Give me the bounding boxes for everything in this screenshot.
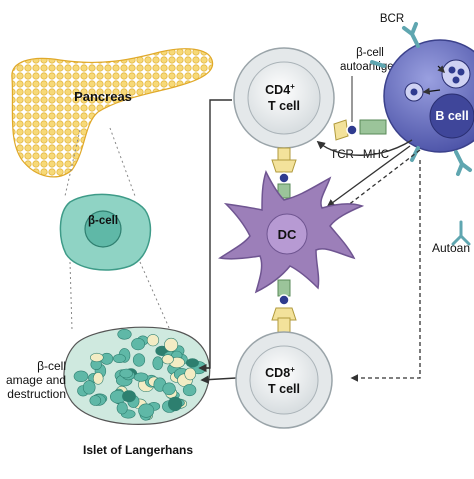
autoantibody-label: Autoan [432, 241, 470, 255]
islet-cell [117, 328, 132, 340]
bcr-receptors [370, 22, 472, 176]
islet-cell [185, 358, 199, 368]
svg-text:CD8+: CD8+ [265, 365, 295, 380]
cd8-label: CD8 [265, 366, 290, 380]
islet-cell [131, 338, 145, 351]
damage-line-1: β-cell [37, 359, 66, 373]
cd4-to-islet-arrow [206, 99, 232, 369]
cd8-superscript: + [290, 365, 295, 374]
islet-cell [90, 352, 104, 363]
cd4-t-cell: CD4+ T cell [233, 47, 335, 149]
islet-cell [113, 353, 126, 363]
islet-cell [82, 380, 96, 395]
bcell-to-cd8-dashed-arrow [350, 160, 421, 382]
damage-line-3: destruction [7, 387, 66, 401]
autoantigen-line-2: autoantigen [340, 61, 400, 73]
dendritic-cell: DC [218, 170, 365, 294]
islet-cell [116, 401, 128, 415]
cd4-label-2: T cell [268, 99, 300, 113]
cd4-bcell-receptor [333, 119, 387, 141]
bcell-to-dc-arrow [326, 145, 411, 207]
islet-of-langerhans: Islet of Langerhans [63, 326, 211, 457]
beta-cell-label: β-cell [88, 215, 118, 227]
cd8-t-cell: CD8+ T cell [235, 331, 333, 429]
islet-cell [119, 368, 133, 379]
damage-line-2: amage and [6, 373, 66, 387]
svg-text:CD4+: CD4+ [265, 82, 295, 97]
islet-cell [122, 390, 136, 403]
islet-cell [162, 382, 176, 396]
pancreas-label: Pancreas [74, 89, 132, 104]
bcell-to-cd4-arrow [316, 139, 413, 156]
islet-cell [138, 403, 155, 418]
dc-cd8-receptor [271, 279, 297, 333]
islet-cell [132, 353, 146, 367]
islet-cell [73, 370, 89, 382]
bcr-label: BCR [380, 13, 404, 25]
islet-cell [161, 354, 174, 365]
islet-cell [133, 372, 149, 382]
dc-label: DC [278, 227, 297, 242]
islet-cell [89, 395, 102, 406]
islet-cell [164, 337, 179, 352]
islet-cell [182, 384, 197, 397]
zoom-lines-upper [64, 127, 136, 197]
cd4-label: CD4 [265, 83, 290, 97]
b-cell-label: B cell [435, 109, 468, 123]
islet-cells [73, 328, 207, 421]
autoantigen-label: β-cell autoantigen [340, 47, 400, 73]
b-cell: B cell [383, 39, 474, 153]
islet-cell [152, 356, 164, 371]
cd8-to-islet-arrow [200, 375, 237, 384]
pancreas-organ: Pancreas [11, 48, 214, 178]
islet-cell [168, 396, 183, 412]
islet-cell [146, 334, 160, 347]
cd8-label-2: T cell [268, 382, 300, 396]
autoantigen-line-1: β-cell [356, 47, 384, 59]
islet-label: Islet of Langerhans [83, 443, 193, 457]
damage-text: β-cell amage and destruction [6, 359, 66, 401]
islet-cell [92, 372, 104, 385]
cd4-dc-receptor [271, 147, 297, 199]
autoantibody-icon [451, 220, 471, 246]
beta-cell: β-cell [59, 193, 152, 271]
zoom-lines-lower [69, 261, 171, 331]
islet-cell [184, 367, 196, 381]
cd4-superscript: + [290, 82, 295, 91]
